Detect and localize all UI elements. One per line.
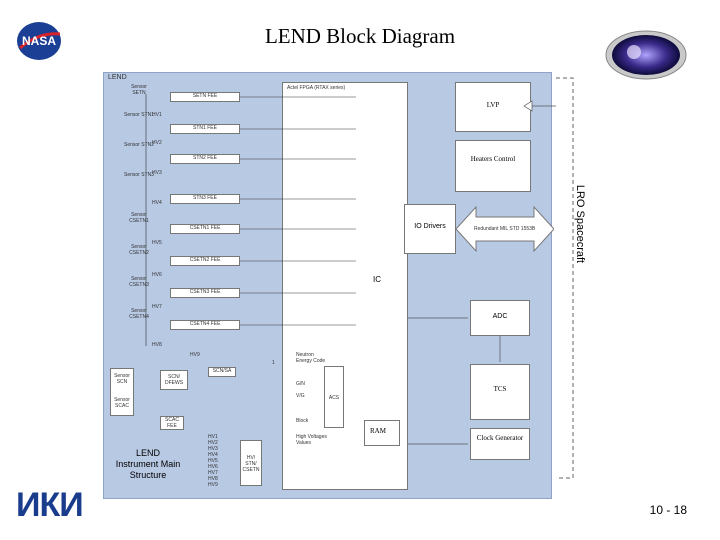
slide-title: LEND Block Diagram — [264, 24, 456, 48]
hv-values-label: High Voltages Values — [296, 434, 327, 446]
hv-label: HV4 — [152, 200, 162, 206]
fee-box: CSETN3 FEE — [170, 288, 240, 298]
sensor-label: Sensor CSETN1 — [129, 212, 149, 224]
hv-list-item: HV9 — [208, 482, 218, 488]
hv-stn-box: HV/ STN/ CSETN — [240, 440, 262, 486]
tcs-box: TCS — [470, 364, 530, 420]
sensor-label: Sensor CSETN3 — [129, 276, 149, 288]
clock-generator-box: Clock Generator — [470, 428, 530, 460]
hv-list-item: HV6 — [208, 464, 218, 470]
hv-label: HV5 — [152, 240, 162, 246]
sensor-chain: Sensor SETN HV1 SETN FEE Sensor STN1 HV2… — [106, 84, 356, 354]
scac-fee-box: SCAC FEE — [160, 416, 184, 430]
sensor-label: Sensor SETN — [131, 84, 147, 96]
hv-label: HV3 — [152, 170, 162, 176]
sensor-label: Sensor CSETN4 — [129, 308, 149, 320]
hv-list-item: HV7 — [208, 470, 218, 476]
fee-box: CSETN1 FEE — [170, 224, 240, 234]
lvp-box: LVP — [455, 82, 531, 132]
acs-box: ACS — [324, 366, 344, 428]
frame-label: LEND — [108, 74, 127, 81]
hv-label: HV2 — [152, 140, 162, 146]
mission-emblem — [604, 30, 688, 80]
iki-logo: ИКИ — [16, 486, 84, 524]
sensor-label: Sensor STN3 — [124, 172, 155, 178]
sensor-label: Sensor STN2 — [124, 142, 155, 148]
hv-list-item: HV8 — [208, 476, 218, 482]
bus-arrow — [456, 205, 554, 253]
fee-box: STN3 FEE — [170, 194, 240, 204]
one-label: 1 — [272, 360, 275, 366]
adc-box: ADC — [470, 300, 530, 336]
hv-list-item: HV5 — [208, 458, 218, 464]
ic-label: IC — [373, 275, 381, 284]
fee-box: STN1 FEE — [170, 124, 240, 134]
structure-label: LEND Instrument Main Structure — [115, 448, 181, 480]
ram-label: RAM — [370, 427, 386, 435]
hv-list: HV1 HV2 HV3 HV4 HV5 HV6 HV7 HV8 HV9 — [208, 434, 218, 488]
io-drivers-box: IO Drivers — [404, 204, 456, 254]
hv-label: HV8 — [152, 342, 162, 348]
bus-label: Redundant MIL STD 1553B — [474, 226, 536, 232]
hv-label: HV6 — [152, 272, 162, 278]
gn-label: G/N — [296, 381, 305, 387]
sensor-label: Sensor CSETN2 — [129, 244, 149, 256]
ram-box — [364, 420, 400, 446]
fpga-label: Actel FPGA (RTAX series) — [287, 85, 346, 91]
fee-box: CSETN2 FEE — [170, 256, 240, 266]
page-number: 10 - 18 — [649, 503, 687, 517]
fee-box: SETN FEE — [170, 92, 240, 102]
nasa-logo: NASA — [14, 20, 64, 62]
sensor-label: Sensor STN1 — [124, 112, 155, 118]
hv-list-item: HV3 — [208, 446, 218, 452]
svg-text:NASA: NASA — [22, 34, 56, 48]
hv-label: HV1 — [152, 112, 162, 118]
heaters-control-box: Heaters Control — [455, 140, 531, 192]
hv-list-item: HV1 — [208, 434, 218, 440]
hv9-label: HV9 — [190, 352, 200, 358]
block-label: Block — [296, 418, 309, 424]
vg-label: V/G — [296, 393, 305, 399]
scn-sa-box: SCN/SA — [208, 367, 236, 377]
hv-label: HV7 — [152, 304, 162, 310]
neutron-energy-label: Neutron Energy Code — [296, 352, 326, 364]
scn-sensor-box: Sensor SCN Sensor SCAC — [110, 368, 134, 416]
sensor-connectors — [145, 94, 356, 346]
scn-fee-box: SCN/ DFEWS — [160, 370, 188, 390]
hv-list-item: HV4 — [208, 452, 218, 458]
fee-box: STN2 FEE — [170, 154, 240, 164]
fee-box: CSETN4 FEE — [170, 320, 240, 330]
hv-list-item: HV2 — [208, 440, 218, 446]
